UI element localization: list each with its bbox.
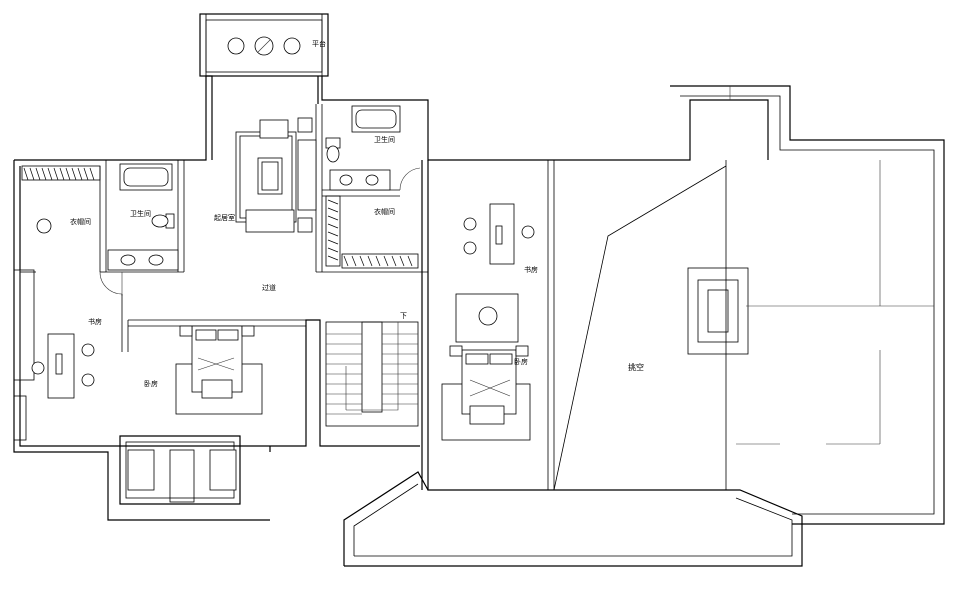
bay-window bbox=[119, 435, 241, 505]
sink-counter bbox=[107, 249, 179, 271]
label-bedroom-right: 卧房 bbox=[514, 357, 528, 366]
staircase bbox=[325, 321, 419, 427]
bathtub-icon bbox=[119, 163, 173, 191]
label-closet-left: 衣帽间 bbox=[70, 217, 91, 226]
bathroom-top bbox=[322, 99, 428, 197]
label-stair-down: 下 bbox=[400, 312, 407, 320]
toilet-icon bbox=[151, 213, 175, 229]
label-bath-top: 卫生间 bbox=[374, 135, 395, 144]
bedroom-right bbox=[441, 160, 555, 490]
label-study-left: 书房 bbox=[88, 317, 102, 326]
label-living-room: 起居室 bbox=[214, 213, 235, 222]
void-area bbox=[553, 160, 749, 491]
label-hall: 过道 bbox=[262, 283, 276, 292]
left-rooms bbox=[13, 160, 306, 441]
label-bath-left: 卫生间 bbox=[130, 209, 151, 218]
label-bedroom-left: 卧房 bbox=[144, 379, 158, 388]
bedroom-left bbox=[31, 325, 263, 415]
closet-rail-left bbox=[23, 167, 95, 181]
label-closet-middle: 衣帽间 bbox=[374, 207, 395, 216]
closet-rail-middle bbox=[325, 195, 419, 269]
label-study-right: 书房 bbox=[524, 265, 538, 274]
label-void: 挑空 bbox=[628, 362, 644, 372]
chair-icon bbox=[36, 218, 52, 234]
balcony-furniture bbox=[227, 36, 301, 56]
terrace bbox=[343, 85, 945, 567]
living-room bbox=[211, 100, 323, 272]
label-balcony: 平台 bbox=[312, 39, 326, 48]
